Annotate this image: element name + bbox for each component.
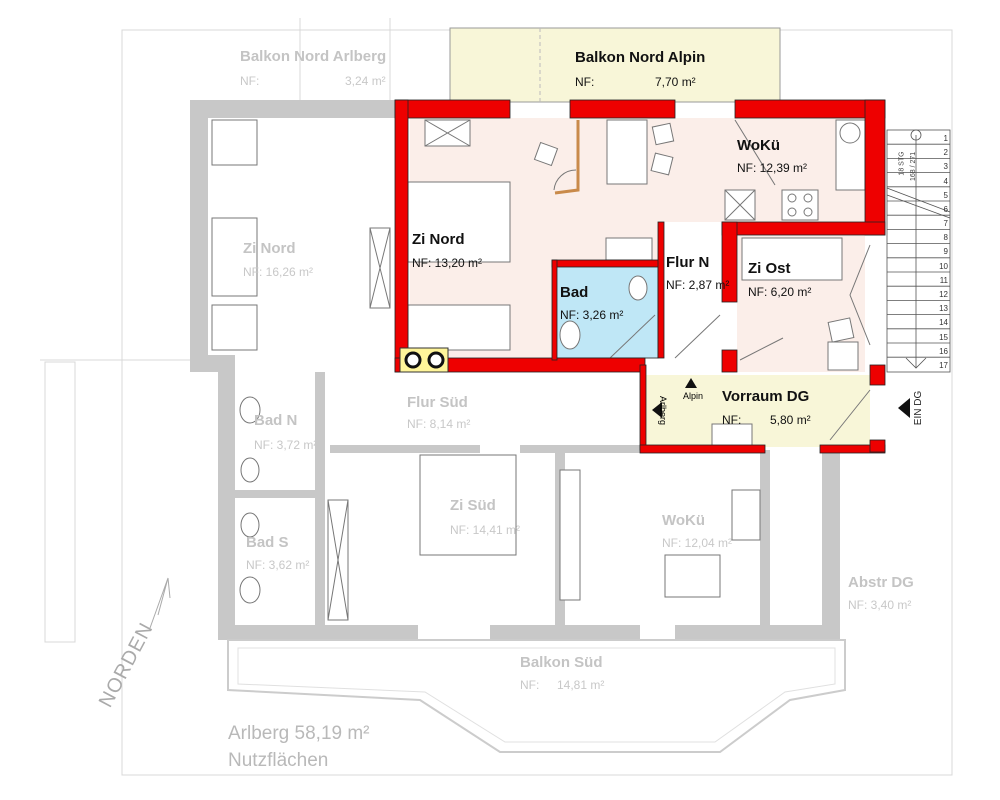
step-number: 15 — [939, 333, 948, 342]
step-number: 14 — [939, 318, 948, 327]
room-nf-label: NF: — [240, 74, 260, 88]
room-name-bad: Bad — [560, 284, 589, 301]
step-number: 16 — [939, 347, 948, 356]
room-area: 5,80 m² — [770, 413, 811, 427]
room-area: 7,70 m² — [655, 75, 696, 89]
room-area: NF: 8,14 m² — [407, 417, 471, 431]
room-area: NF: 12,39 m² — [737, 161, 808, 175]
step-number: 13 — [939, 304, 948, 313]
direction-arlberg: Arlberg — [658, 395, 669, 426]
step-number: 10 — [939, 262, 948, 271]
room-name-wokue: WoKü — [737, 137, 781, 154]
step-number: 17 — [939, 361, 948, 370]
direction-alpin: Alpin — [683, 391, 704, 401]
room-nf-label: NF: — [722, 413, 742, 427]
step-number: 8 — [943, 233, 948, 242]
step-number: 6 — [943, 205, 948, 214]
arrow-alpin-icon — [685, 378, 697, 388]
vorraum-fill — [645, 375, 870, 447]
room-name-vorraum-dg: Vorraum DG — [722, 388, 810, 405]
sliding-door — [554, 120, 580, 195]
room-name-balkon-nord-arlberg: Balkon Nord Arlberg — [240, 48, 387, 65]
room-name-balkon-nord-alpin: Balkon Nord Alpin — [575, 49, 706, 66]
stair-count: 18 STG — [898, 151, 906, 176]
step-number: 11 — [939, 276, 948, 285]
north-arrow-icon — [149, 577, 171, 629]
room-name-bad-s: Bad S — [246, 534, 289, 551]
room-name-balkon-sued: Balkon Süd — [520, 654, 603, 671]
step-number: 1 — [943, 134, 948, 143]
stair-entry-label: EIN DG — [913, 390, 925, 426]
room-area: NF: 16,26 m² — [243, 265, 314, 279]
room-name-bad-n: Bad N — [254, 412, 298, 429]
room-name-zi-nord-arlberg: Zi Nord — [243, 240, 296, 257]
room-name-abstr-dg: Abstr DG — [848, 574, 914, 591]
step-number: 2 — [943, 148, 948, 157]
room-area: NF: 3,26 m² — [560, 308, 624, 322]
room-area: NF: 3,72 m² — [254, 438, 318, 452]
summary-title: Arlberg 58,19 m² — [228, 723, 370, 744]
room-area: 3,24 m² — [345, 74, 386, 88]
room-nf-label: NF: — [520, 678, 540, 692]
step-number: 3 — [943, 162, 948, 171]
room-nf-label: NF: — [575, 75, 595, 89]
balcony-sued-outline — [227, 639, 846, 753]
step-number: 9 — [943, 247, 948, 256]
room-name-zi-sued: Zi Süd — [450, 497, 496, 514]
room-area: NF: 2,87 m² — [666, 278, 730, 292]
step-number: 4 — [943, 177, 948, 186]
room-area: NF: 3,40 m² — [848, 598, 912, 612]
furniture — [211, 119, 866, 621]
step-number: 5 — [943, 191, 948, 200]
summary-subtitle: Nutzflächen — [228, 750, 329, 771]
room-area: NF: 12,04 m² — [662, 536, 733, 550]
room-name-zi-ost: Zi Ost — [748, 260, 791, 277]
step-number: 7 — [943, 219, 948, 228]
stair-ratio: 168 / 271 — [910, 151, 918, 182]
step-number: 12 — [939, 290, 948, 299]
room-area: NF: 14,41 m² — [450, 523, 521, 537]
room-name-flur-sued: Flur Süd — [407, 394, 468, 411]
room-name-flur-n: Flur N — [666, 254, 710, 271]
arrow-arlberg-icon — [652, 402, 662, 418]
balcony-nord-alpin — [449, 27, 781, 103]
arrow-ein-dg-icon — [898, 398, 910, 418]
room-area: NF: 13,20 m² — [412, 256, 483, 270]
active-walls — [394, 99, 886, 454]
room-area: NF: 3,62 m² — [246, 558, 310, 572]
room-name-zi-nord: Zi Nord — [412, 231, 465, 248]
room-name-wokue-arlberg: WoKü — [662, 512, 706, 529]
room-area: NF: 6,20 m² — [748, 285, 812, 299]
door-swings — [553, 119, 871, 441]
room-area: 14,81 m² — [557, 678, 605, 692]
staircase — [886, 129, 951, 373]
